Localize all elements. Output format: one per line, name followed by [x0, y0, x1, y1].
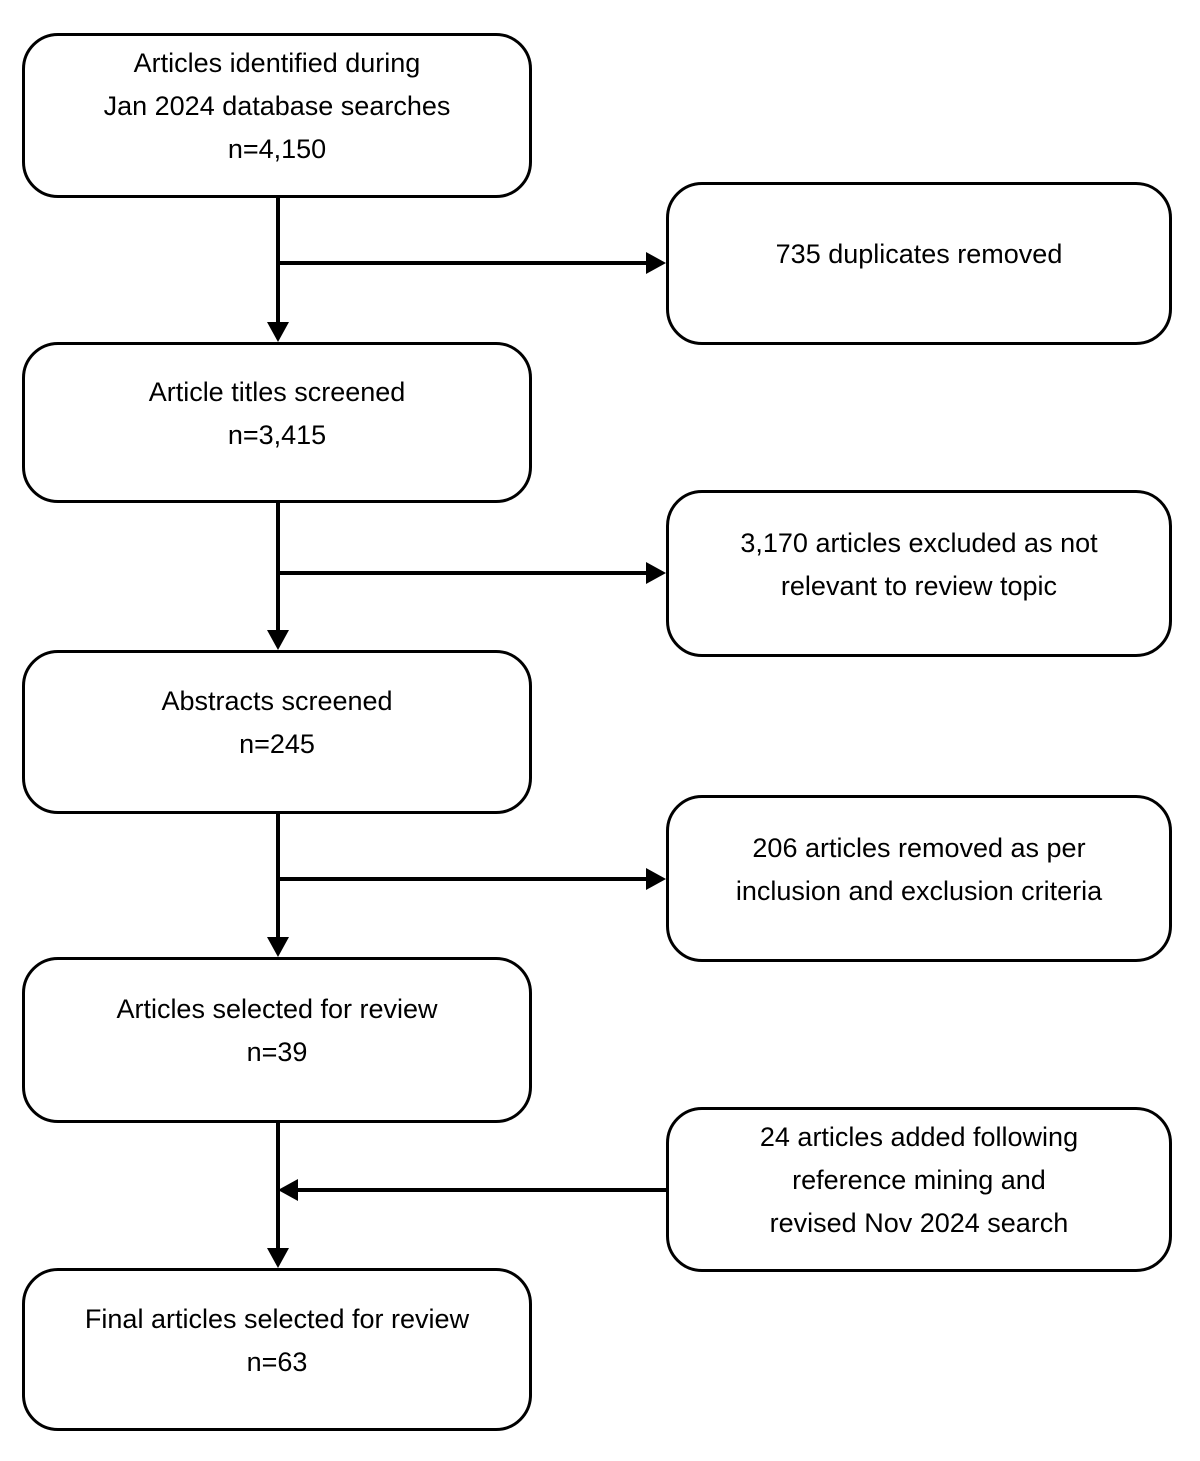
flow-box-removed-per-criteria: 206 articles removed as per inclusion an…	[666, 795, 1172, 962]
flow-box-duplicates-removed: 735 duplicates removed	[666, 182, 1172, 345]
flow-box-articles-added: 24 articles added following reference mi…	[666, 1107, 1172, 1272]
flow-box-text-line: inclusion and exclusion criteria	[735, 875, 1103, 906]
flow-box-text: 735 duplicates removed	[776, 233, 1063, 276]
connector-from-articles-added	[298, 1188, 666, 1192]
connector-to-duplicates-removed	[278, 261, 648, 265]
connector-titles-to-abstracts	[276, 503, 280, 631]
arrowhead-right-to-removed-criteria	[646, 868, 666, 890]
flow-box-text: 206 articles removed as per inclusion an…	[736, 827, 1102, 913]
flow-box-text-line: 3,170 articles excluded as not	[740, 527, 1098, 558]
flow-box-text: 24 articles added following reference mi…	[760, 1116, 1078, 1245]
flow-box-text-line: 735 duplicates removed	[775, 239, 1063, 269]
flow-box-text-line: relevant to review topic	[780, 570, 1058, 601]
flow-box-article-titles-screened: Article titles screened n=3,415	[22, 342, 532, 503]
flow-box-text-line: reference mining and	[792, 1165, 1046, 1195]
flow-box-abstracts-screened: Abstracts screened n=245	[22, 650, 532, 814]
flow-box-text-line: Article titles screened	[148, 376, 406, 407]
arrowhead-down-to-final	[267, 1248, 289, 1268]
arrowhead-down-to-selected	[267, 937, 289, 957]
flow-box-text: 3,170 articles excluded as not relevant …	[740, 522, 1097, 608]
flow-box-text-line: 24 articles added following	[759, 1122, 1079, 1152]
flow-box-text: Articles identified during Jan 2024 data…	[104, 42, 451, 171]
connector-to-removed-per-criteria	[278, 877, 648, 881]
flow-box-articles-selected-for-review: Articles selected for review n=39	[22, 957, 532, 1123]
arrowhead-down-to-titles	[267, 322, 289, 342]
connector-abstracts-to-selected	[276, 814, 280, 939]
flow-box-count: n=4,150	[227, 134, 327, 164]
flow-box-count: n=63	[246, 1346, 308, 1377]
flow-box-count: n=39	[246, 1037, 308, 1067]
flow-box-text-line: Final articles selected for review	[84, 1303, 470, 1334]
flow-box-text-line: 206 articles removed as per	[752, 832, 1086, 863]
flow-box-final-articles-selected: Final articles selected for review n=63	[22, 1268, 532, 1431]
flow-box-text-line: revised Nov 2024 search	[769, 1208, 1069, 1238]
flow-box-count: n=245	[239, 729, 315, 759]
flow-box-count: n=3,415	[227, 419, 327, 450]
arrowhead-down-to-abstracts	[267, 630, 289, 650]
flow-box-text: Articles selected for review n=39	[116, 988, 437, 1074]
arrowhead-left-from-articles-added	[278, 1179, 298, 1201]
flow-box-text: Article titles screened n=3,415	[149, 371, 406, 457]
arrowhead-right-to-duplicates-removed	[646, 252, 666, 274]
flow-box-text: Abstracts screened n=245	[161, 680, 392, 766]
flow-box-text-line: Abstracts screened	[161, 686, 393, 716]
flow-box-excluded-not-relevant: 3,170 articles excluded as not relevant …	[666, 490, 1172, 657]
flow-box-text: Final articles selected for review n=63	[85, 1298, 469, 1384]
flow-box-text-line: Jan 2024 database searches	[103, 91, 451, 121]
flow-box-text-line: Articles selected for review	[116, 994, 438, 1024]
flow-box-text-line: Articles identified during	[133, 48, 421, 78]
connector-to-excluded-not-relevant	[278, 571, 648, 575]
arrowhead-right-to-excluded	[646, 562, 666, 584]
flow-box-articles-identified: Articles identified during Jan 2024 data…	[22, 33, 532, 198]
